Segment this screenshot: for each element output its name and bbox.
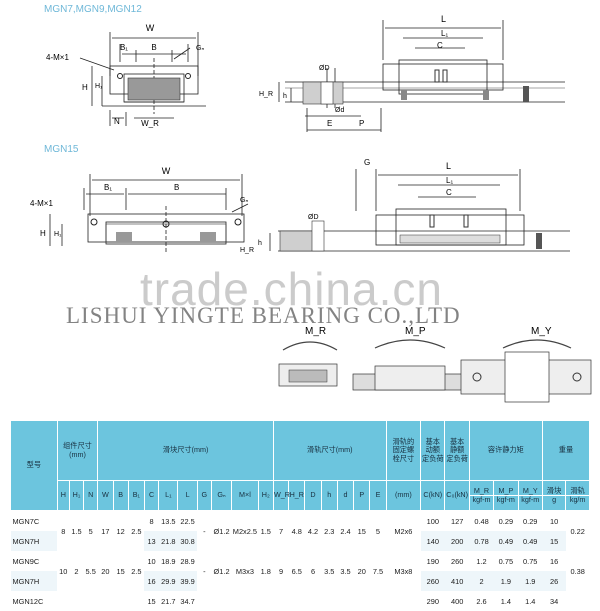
sub-L1: L₁	[158, 480, 179, 511]
header-weight: 重量	[541, 420, 591, 481]
top-side-l-label: L	[441, 14, 446, 24]
sub-B1: B₁	[127, 480, 145, 511]
spec-table: 型号 组件尺寸 (mm) 滑块尺寸(mm) 滑轨尺寸(mm) 滑轨的 固定螺 栓…	[10, 420, 591, 611]
sub-G: G	[196, 480, 212, 511]
mid-front-b-label: B	[174, 183, 179, 192]
top-front-b1-label: B₁	[120, 43, 128, 52]
top-side-e-label: E	[327, 119, 332, 128]
top-side-d-label: Ød	[335, 107, 344, 114]
mid-front-mx-label: 4-M×1	[30, 199, 53, 208]
sub-d: d	[336, 480, 355, 511]
mid-side-od-label: ØD	[308, 214, 319, 221]
sub-C0kN: C₀(kN)	[444, 480, 470, 511]
top-front-b-label: B	[151, 43, 156, 52]
mid-front-w-label: W	[162, 166, 171, 176]
company-name: LISHUI YINGTE BEARING CO.,LTD	[66, 303, 461, 328]
sub-L: L	[177, 480, 198, 511]
top-side-od-label: ØD	[319, 65, 330, 72]
top-side-hr-label: H_R	[259, 91, 273, 98]
sub-Gn: Gₙ	[210, 480, 233, 511]
sub-H: H	[56, 480, 70, 511]
top-side-l1-label: L₁	[441, 29, 448, 38]
top-front-view-diagram: W B₁ B Gₙ 4-M×1 H H₁ N W_R	[46, 23, 206, 128]
table-row: MGN7H 13 21.8 30.8 140 200 0.78 0.49 0.4…	[10, 531, 590, 551]
header-assembly: 组件尺寸 (mm)	[56, 420, 99, 481]
top-front-mx-label: 4-M×1	[46, 53, 69, 62]
moment-diagrams: M_R M_P M_Y	[278, 326, 592, 403]
header-bolt: 滑轨的 固定螺 栓尺寸	[385, 420, 422, 481]
mid-side-c-label: C	[446, 188, 452, 197]
sub-D: D	[304, 480, 322, 511]
top-front-w-label: W	[146, 23, 155, 33]
sub-CkN: C(kN)	[420, 480, 446, 511]
top-front-n-label: N	[114, 117, 120, 126]
moment-my-label: M_Y	[531, 326, 552, 337]
mid-front-b1-label: B₁	[104, 183, 112, 192]
mid-side-view-diagram: G L L₁ C ØD h	[258, 158, 570, 252]
table-row: MGN7C 8 1.5 5 17 12 2.5 8 13.5 22.5 - Ø1…	[10, 510, 590, 551]
sub-Mxl: M×l	[231, 480, 259, 511]
header-static-load: 基本 静额 定负荷	[444, 420, 470, 481]
mid-side-h-label: h	[258, 240, 262, 247]
sub-W: W	[97, 480, 114, 511]
top-front-h-label: H	[82, 83, 88, 92]
table-subheader-row: H H₁ N W B B₁ C L₁ L G Gₙ M×l H₂ W_R H_R…	[11, 480, 590, 511]
mid-side-g-label: G	[364, 158, 370, 167]
top-side-h-label: h	[283, 93, 287, 100]
moment-mr-label: M_R	[305, 326, 326, 337]
table-header-row: 型号 组件尺寸 (mm) 滑块尺寸(mm) 滑轨尺寸(mm) 滑轨的 固定螺 栓…	[10, 420, 591, 511]
watermark-text: trade.china.cn	[140, 263, 443, 315]
top-side-p-label: P	[359, 119, 364, 128]
sub-HR: H_R	[288, 480, 306, 511]
header-rail: 滑轨尺寸(mm)	[272, 420, 387, 481]
mid-front-h-label: H	[40, 229, 46, 238]
table-row: MGN7H 16 29.9 39.9 260 410 2 1.9 1.9 26	[10, 571, 590, 591]
sub-H2: H₂	[257, 480, 274, 511]
section-label-top: MGN7,MGN9,MGN12	[44, 4, 142, 15]
top-front-h1-label: H₁	[95, 83, 103, 90]
section-label-mid: MGN15	[44, 144, 79, 155]
top-side-c-label: C	[437, 41, 443, 50]
mid-front-hr-label: H_R	[240, 247, 254, 254]
sub-P: P	[353, 480, 371, 511]
sub-h: h	[320, 480, 338, 511]
table-row: MGN12C 15 21.7 34.7 290 400 2.6 1.4 1.4 …	[10, 591, 590, 611]
mid-side-l1-label: L₁	[446, 176, 453, 185]
sub-mm: (mm)	[385, 480, 422, 511]
mid-front-view-diagram: W B₁ B Gₙ 4-M×1 H H₁ H_R	[30, 166, 254, 254]
header-moment: 容许静力矩	[468, 420, 543, 481]
table-row: MGN9C 10 2 5.5 20 15 2.5 10 18.9 28.9 - …	[10, 551, 590, 591]
sub-N: N	[83, 480, 99, 511]
mid-front-h1-label: H₁	[54, 231, 62, 238]
sub-C: C	[143, 480, 160, 511]
sub-B: B	[112, 480, 129, 511]
top-front-gn-label: Gₙ	[196, 45, 204, 52]
sub-WR: W_R	[272, 480, 290, 511]
sub-E: E	[369, 480, 387, 511]
sub-H1: H₁	[68, 480, 85, 511]
top-side-view-diagram: L L₁ C H_R h ØD Ød E P	[259, 14, 565, 132]
top-front-wr-label: W_R	[141, 119, 159, 128]
mid-side-l-label: L	[446, 161, 451, 171]
header-dynamic-load: 基本 动额 定负荷	[420, 420, 446, 481]
moment-mp-label: M_P	[405, 326, 426, 337]
header-block: 滑块尺寸(mm)	[97, 420, 274, 481]
mid-front-gn-label: Gₙ	[240, 197, 248, 204]
header-model: 型号	[10, 420, 58, 511]
